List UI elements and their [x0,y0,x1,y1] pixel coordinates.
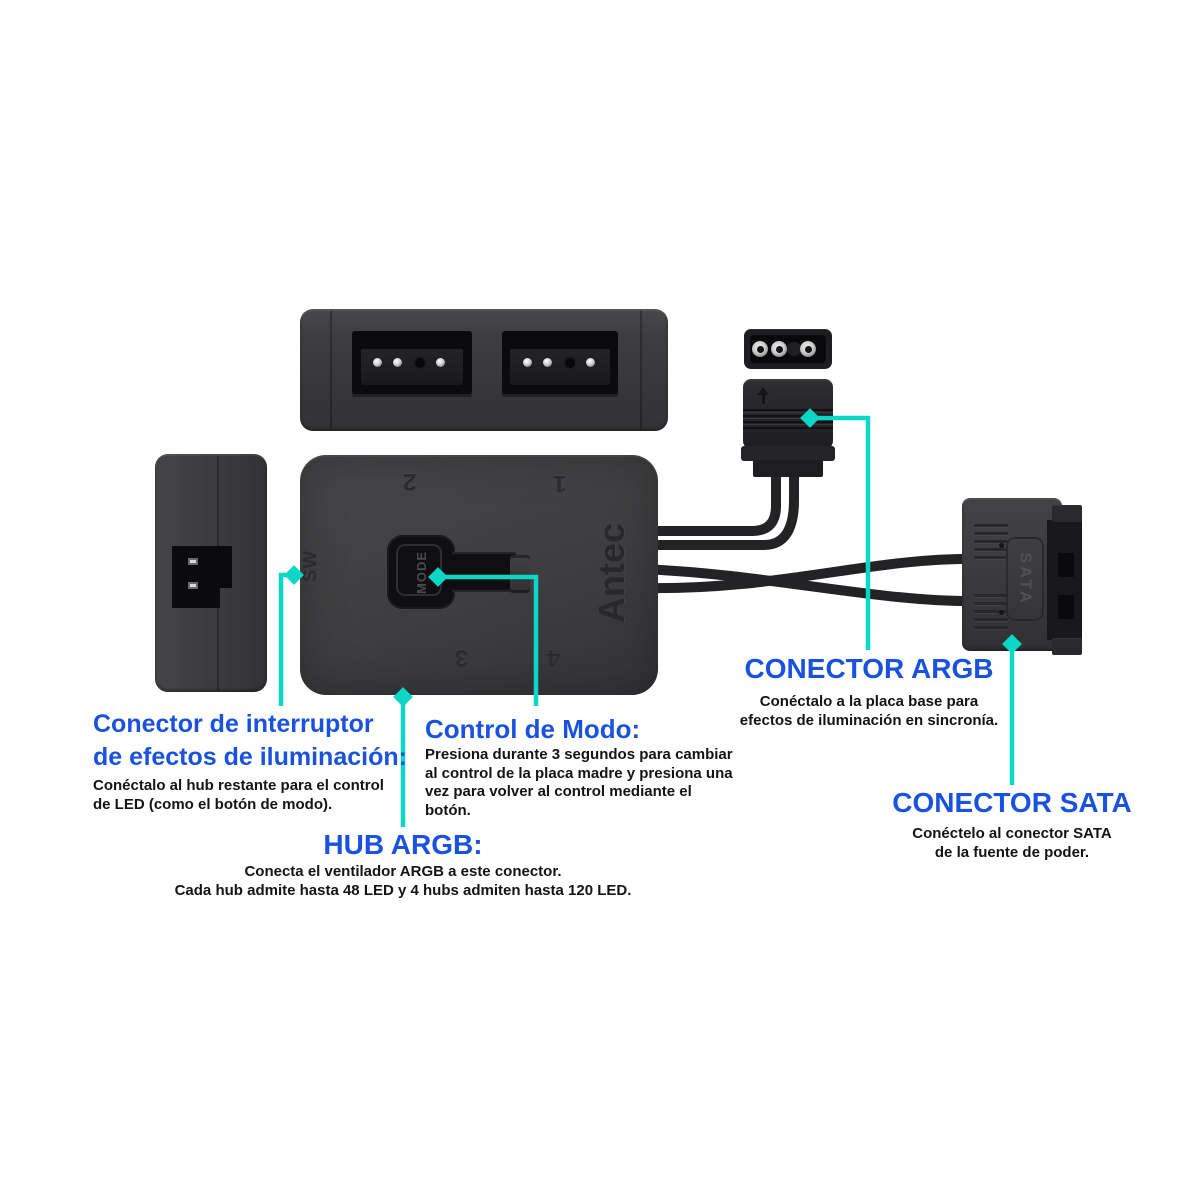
grip-ridge [974,594,1008,597]
argb-hub-top-view: 2 1 3 4 SW Antec MODE [300,455,658,695]
grip-ridge [974,540,1008,543]
grip-ridge [974,602,1008,605]
pin-icon [373,358,382,367]
grip-dot [999,543,1004,548]
pin-icon [393,358,402,367]
grip-ridge [974,524,1008,527]
pin-icon [188,582,198,589]
argb-wire-1 [635,463,781,536]
case-seam [640,311,642,429]
pin-icon [543,358,552,367]
argb-connector-flange [741,446,835,461]
annotation-body: Conéctalo a la placa base para efectos d… [739,693,999,729]
annotation-title: CONECTOR SATA [892,787,1132,818]
antec-logo: Antec [591,522,632,624]
pin-socket-icon [800,341,816,357]
pin-socket-icon [752,341,768,357]
sw-port-label: SW [299,549,321,583]
argb-port-1 [352,331,472,397]
mode-slider-cap [510,555,530,593]
keyed-hole-icon [565,358,575,368]
grip-ridge [974,556,1008,559]
annotation-title: Control de Modo: [425,714,641,744]
argb-connector-neck [753,460,823,477]
annotation-hub: HUB ARGB: Conecta el ventilador ARGB a e… [163,829,643,900]
switch-port-step [220,546,232,588]
grip-ridge [974,610,1008,613]
annotation-title: Conector de interruptor de efectos de il… [93,710,407,771]
keyed-blank-icon [787,342,801,356]
port-blade [361,349,463,385]
hub-edge-view [300,309,668,431]
keyed-hole-icon [415,358,425,368]
argb-port-2 [502,331,618,397]
pin-socket-icon [771,341,787,357]
case-seam [330,311,332,429]
sata-label-plate: SATA [1006,537,1044,621]
pin-icon [188,558,198,565]
rib-line [743,415,833,417]
pin-icon [586,358,595,367]
rib-line [743,424,833,425]
port-blade [510,349,610,385]
port-1-label: 1 [553,470,567,497]
plug-notch [1058,553,1074,577]
annotation-switch: Conector de interruptor de efectos de il… [93,708,423,814]
argb-connector-face [744,329,832,369]
sata-plug-tab-top [1052,505,1082,522]
annotation-body: Presiona durante 3 segundos para cambiar… [425,746,733,819]
mode-button[interactable]: MODE [387,535,455,609]
callout-line-switch [278,572,294,706]
sata-plug-tab-bottom [1052,638,1082,655]
mode-slider-slot [452,552,516,592]
grip-ridge [974,532,1008,535]
annotation-argb: CONECTOR ARGB Conéctalo a la placa base … [719,653,1019,730]
annotation-body: Conéctelo al conector SATA de la fuente … [912,825,1112,861]
port-4-label: 4 [547,644,561,671]
argb-wire-2 [635,463,799,550]
annotation-title: HUB ARGB: [323,829,483,860]
annotation-mode: Control de Modo: Presiona durante 3 segu… [425,714,735,820]
rib-line [743,421,833,423]
arrow-up-icon [757,387,769,407]
sata-wire-1 [635,564,985,607]
rib-line [743,418,833,419]
switch-port [172,546,220,608]
rib-line [743,412,833,413]
grip-ridge [974,626,1008,629]
sata-plug-body [1047,520,1082,640]
plug-notch [1058,595,1074,619]
port-3-label: 3 [455,644,469,671]
annotation-title: CONECTOR ARGB [744,653,994,684]
mode-button-label: MODE [413,550,429,594]
switch-hub-side-view [155,454,267,692]
rib-line [743,427,833,429]
annotation-sata: CONECTOR SATA Conéctelo al conector SATA… [862,787,1162,862]
argb-connector-body [743,379,833,449]
annotation-body: Conéctalo al hub restante para el contro… [93,777,384,813]
pin-icon [436,358,445,367]
grip-ridge [974,548,1008,551]
grip-ridge [974,618,1008,621]
grip-dot [999,610,1004,615]
sata-label: SATA [1017,552,1034,606]
pin-icon [523,358,532,367]
port-2-label: 2 [403,468,417,495]
sata-wire-2 [635,553,985,594]
rib-line [743,409,833,411]
annotation-body: Conecta el ventilador ARGB a este conect… [174,863,632,899]
